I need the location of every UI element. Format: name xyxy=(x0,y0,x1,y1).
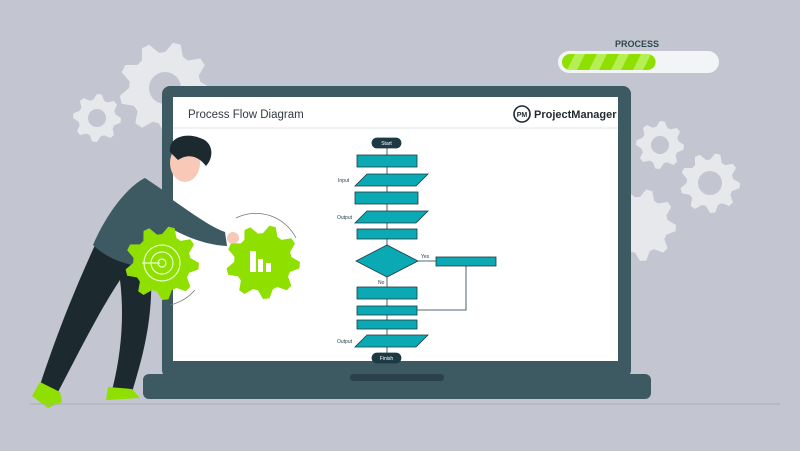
decision xyxy=(355,244,419,278)
progress-fill xyxy=(562,54,656,70)
brand-logo: PM ProjectManager xyxy=(513,105,617,123)
screen-title: Process Flow Diagram xyxy=(188,109,304,121)
shoe xyxy=(32,382,62,408)
yes-step xyxy=(435,256,497,267)
process-step xyxy=(356,305,418,316)
legs xyxy=(40,245,152,392)
target-icon xyxy=(142,244,181,282)
hair xyxy=(169,135,212,166)
process-step xyxy=(354,191,419,205)
start-label: Start xyxy=(381,141,392,147)
gear-icon xyxy=(73,94,121,142)
brand-name: ProjectManager xyxy=(534,109,617,121)
motion-lines xyxy=(169,212,297,306)
gear-icon xyxy=(636,121,684,169)
arm xyxy=(150,185,227,246)
process-step xyxy=(356,286,418,300)
finish-terminal xyxy=(371,352,402,364)
process-step xyxy=(356,319,418,330)
gear-icon xyxy=(680,153,740,213)
yes-label: Yes xyxy=(421,254,430,260)
process-step xyxy=(356,154,418,168)
hand xyxy=(227,232,239,244)
process-step xyxy=(356,228,418,240)
output-step xyxy=(354,334,429,348)
output-label-2: Output xyxy=(337,339,353,345)
gear-icon xyxy=(125,226,199,300)
finish-label: Finish xyxy=(380,356,394,362)
brand-mark: PM xyxy=(517,112,528,119)
person xyxy=(32,135,239,408)
laptop-base xyxy=(143,374,651,399)
green-gears xyxy=(125,225,300,300)
no-label: No xyxy=(378,280,385,286)
output-step xyxy=(354,210,429,224)
shoe xyxy=(106,387,140,400)
output-label: Output xyxy=(337,215,353,221)
progress-label: PROCESS xyxy=(615,39,659,49)
bar-chart-icon xyxy=(250,251,271,272)
brand-mark-icon xyxy=(513,105,531,123)
start-terminal xyxy=(371,137,402,149)
laptop-notch xyxy=(350,374,444,381)
flowchart xyxy=(354,137,497,364)
gear-icon xyxy=(226,225,300,299)
input-step xyxy=(354,173,429,187)
input-label: Input xyxy=(338,178,350,184)
